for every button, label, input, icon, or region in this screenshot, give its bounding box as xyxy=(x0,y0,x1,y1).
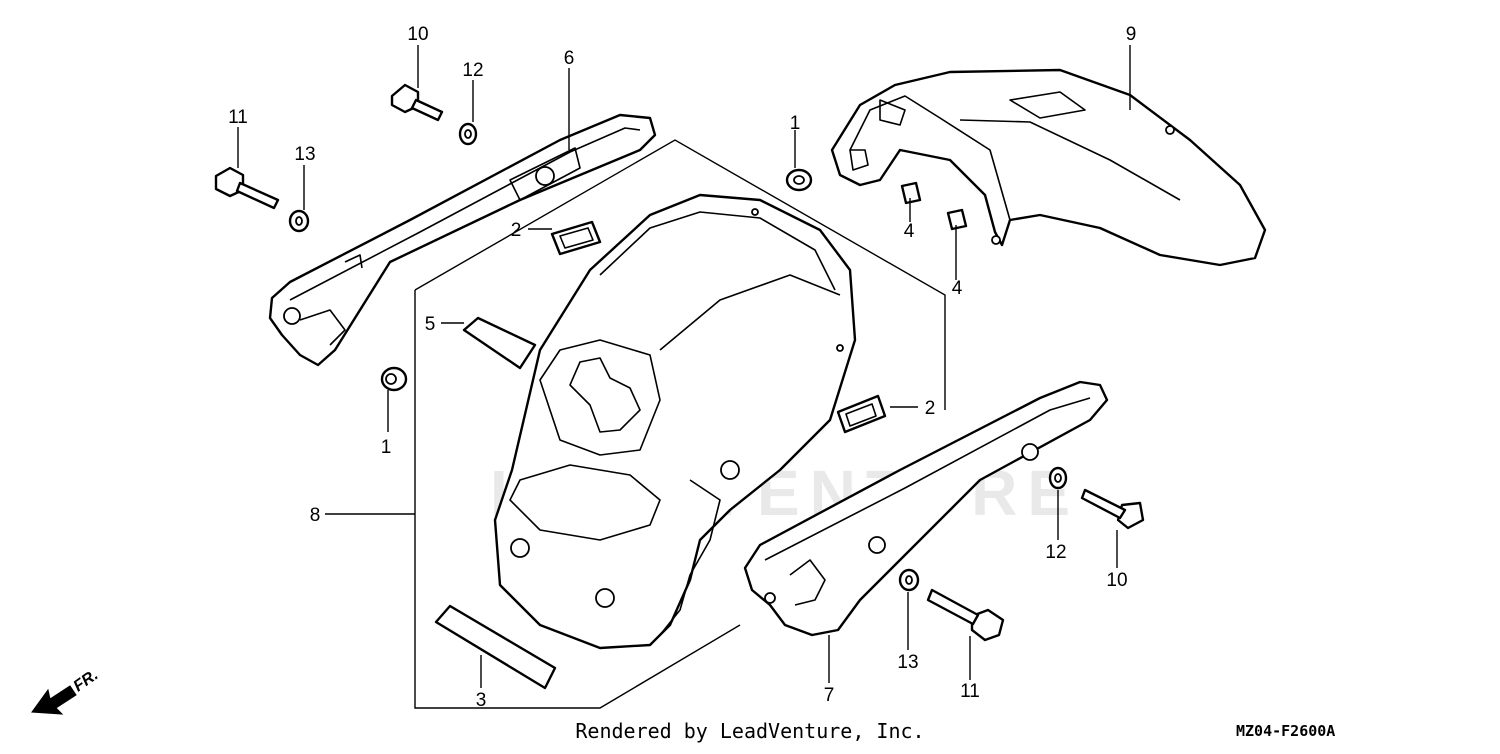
callout-7: 7 xyxy=(824,685,835,706)
part-6-rail-upper xyxy=(268,113,657,367)
callout-4-lower: 4 xyxy=(952,278,963,299)
callout-4-upper: 4 xyxy=(904,221,915,242)
callout-2-upper: 2 xyxy=(511,220,522,241)
front-direction-indicator: FR. xyxy=(31,667,102,715)
callout-13-lower: 13 xyxy=(897,652,918,673)
assembly-8-outline xyxy=(325,139,946,709)
part-9-front-fender xyxy=(830,68,1267,267)
arrow-icon xyxy=(31,685,77,715)
small-parts xyxy=(214,83,1145,690)
credit-text: Rendered by LeadVenture, Inc. xyxy=(575,719,924,743)
callout-8: 8 xyxy=(310,505,321,526)
callout-11-upper: 11 xyxy=(228,107,248,128)
callout-13-upper: 13 xyxy=(294,144,315,165)
callout-1-lower: 1 xyxy=(381,437,392,458)
diagram-code: MZ04-F2600A xyxy=(1236,722,1335,740)
callout-11-lower: 11 xyxy=(960,681,980,702)
callout-6: 6 xyxy=(564,48,575,69)
part-7-rail-lower xyxy=(743,380,1109,637)
leader-lines xyxy=(237,45,1131,688)
callout-9: 9 xyxy=(1126,24,1137,45)
callout-12-upper: 12 xyxy=(462,60,483,81)
callout-labels: 1 1 2 2 3 4 4 5 6 7 8 9 10 10 11 11 12 1… xyxy=(228,24,1136,711)
callout-10-lower: 10 xyxy=(1106,570,1127,591)
callout-1-upper: 1 xyxy=(790,113,801,134)
callout-12-lower: 12 xyxy=(1045,542,1066,563)
callout-10-upper: 10 xyxy=(407,24,428,45)
callout-2-lower: 2 xyxy=(925,398,936,419)
callout-3: 3 xyxy=(476,690,487,711)
part-8-rear-fender xyxy=(493,193,857,650)
callout-5: 5 xyxy=(425,314,436,335)
direction-label: FR. xyxy=(71,667,102,696)
